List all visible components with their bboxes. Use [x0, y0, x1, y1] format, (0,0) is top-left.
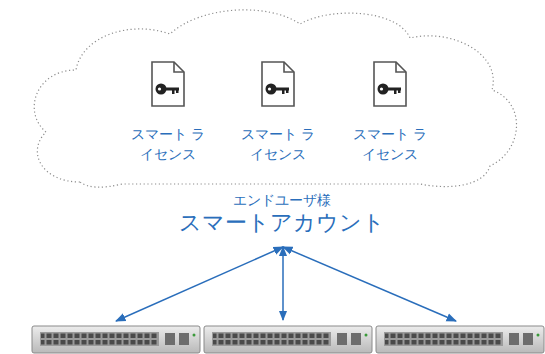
- license-label: スマート ライセンス: [238, 124, 318, 164]
- switch: [32, 326, 200, 353]
- license-label: スマート ライセンス: [128, 124, 208, 164]
- arrow: [282, 247, 284, 320]
- account-name: スマートアカウント: [132, 209, 432, 237]
- account-owner: エンドユーザ様: [132, 191, 432, 209]
- network-switches: [32, 326, 544, 353]
- sync-arrows: [116, 247, 456, 321]
- arrow: [116, 247, 283, 321]
- license-file-icon: [262, 62, 294, 106]
- switch: [204, 326, 372, 353]
- license-item: スマート ライセンス: [238, 60, 318, 170]
- license-item: スマート ライセンス: [350, 60, 430, 170]
- cloud-path: [34, 10, 516, 187]
- license-file-icon: [374, 62, 406, 106]
- switch: [376, 326, 544, 353]
- license-file-icon: [152, 62, 184, 106]
- license-label: スマート ライセンス: [350, 124, 430, 164]
- license-icons: [152, 62, 406, 106]
- cloud-account: スマート ライセンススマート ライセンススマート ライセンスエンドユーザ様スマー…: [25, 0, 520, 190]
- license-item: スマート ライセンス: [128, 60, 208, 170]
- account-heading: エンドユーザ様スマートアカウント: [132, 191, 432, 237]
- arrow: [283, 247, 456, 321]
